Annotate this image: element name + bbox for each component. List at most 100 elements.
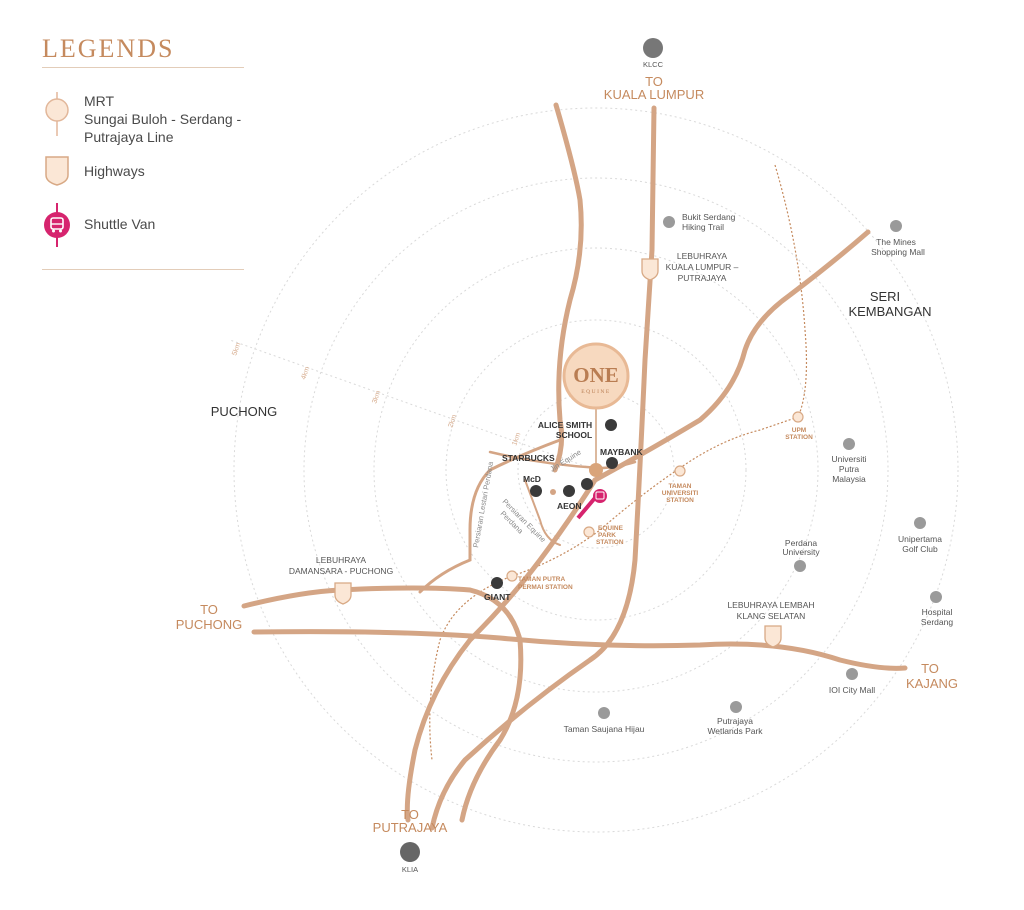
legend-mrt-line-2: Putrajaya Line: [84, 129, 174, 145]
area-poi-markers: [400, 38, 942, 862]
station-label-ep-3: STATION: [596, 539, 624, 546]
direction-putrajaya-to: TO: [401, 807, 419, 822]
legend-highways-label: Highways: [84, 163, 145, 179]
highway-shields: [334, 258, 782, 648]
poi-label-golf-1: Unipertama: [898, 534, 942, 544]
poi-label-alice-1: ALICE SMITH: [538, 420, 592, 430]
one-equine-sub: EQUINE: [581, 389, 610, 395]
ring-3km: [373, 247, 819, 693]
station-label-upm-1: UPM: [792, 427, 806, 434]
aeon-icon: [563, 485, 575, 497]
highway-label-lks-2: KLANG SELATAN: [737, 611, 806, 621]
poi-label-klia: KLIA: [402, 865, 418, 874]
area-poi-labels: KLCC Bukit Serdang Hiking Trail The Mine…: [402, 60, 953, 874]
ring-label-2km: 2km: [447, 414, 458, 429]
mrt-station-icon: [42, 92, 72, 136]
legend-item-shuttle: Shuttle Van: [42, 203, 155, 247]
radius-line: [229, 339, 597, 471]
ring-labels: 1km 2km 3km 4km 5km: [231, 342, 522, 447]
ring-label-5km: 5km: [231, 342, 242, 357]
poi-label-perdana-2: University: [782, 547, 820, 557]
road-persiaran-equine: [524, 479, 561, 546]
ring-label-4km: 4km: [300, 366, 311, 381]
legend-item-highways: Highways: [42, 155, 145, 187]
highway-shield-icon: [42, 155, 72, 187]
shield-ldp: [334, 582, 352, 605]
road-ldp-highway: [241, 585, 524, 823]
distance-rings: [233, 107, 959, 833]
legend-title: LEGENDS: [42, 34, 175, 63]
poi-label-maybank: MAYBANK: [600, 447, 644, 457]
highway-label-ldp-1: LEBUHRAYA: [316, 555, 367, 565]
poi-label-saujana: Taman Saujana Hijau: [564, 724, 645, 734]
station-label-ep-1: EQUINE: [598, 525, 624, 532]
poi-label-upm-3: Malaysia: [832, 474, 866, 484]
poi-label-wetlands-1: Putrajaya: [717, 716, 753, 726]
station-labels: UPM STATION TAMAN UNIVERSITI STATION EQU…: [518, 427, 813, 591]
station-label-upm-2: STATION: [785, 434, 813, 441]
university-icon-upm: [843, 438, 855, 450]
area-labels: PUCHONG SERI KEMBANGAN: [211, 289, 932, 419]
university-icon-perdana: [794, 560, 806, 572]
area-label-seri-1: SERI: [870, 289, 900, 304]
mall-icon-ioi: [846, 668, 858, 680]
legend-item-mrt: MRT Sungai Buloh - Serdang - Putrajaya L…: [42, 92, 241, 146]
direction-kl-name: KUALA LUMPUR: [604, 87, 704, 102]
bank-icon: [606, 457, 618, 469]
starbucks-dot: [550, 489, 556, 495]
station-taman-universiti: [674, 465, 686, 477]
park-icon-saujana: [598, 707, 610, 719]
highway-label-klp-2: KUALA LUMPUR –: [666, 262, 739, 272]
road-persiaran-lestari: [418, 438, 562, 594]
mall-icon-mines: [890, 220, 902, 232]
airport-icon: [400, 842, 420, 862]
direction-kajang-to: TO: [921, 661, 939, 676]
legend-shuttle-label: Shuttle Van: [84, 216, 156, 232]
station-label-tpp-2: PERMAI STATION: [518, 584, 573, 591]
legend-divider-top: [42, 67, 244, 68]
poi-label-klcc: KLCC: [643, 60, 664, 69]
mall-icon: [581, 478, 593, 490]
station-label-tpp-1: TAMAN PUTRA: [518, 576, 565, 583]
ring-label-1km: 1km: [511, 432, 522, 447]
legend-mrt-line-1: Sungai Buloh - Serdang -: [84, 111, 242, 127]
highway-label-ldp-2: DAMANSARA - PUCHONG: [289, 566, 393, 576]
road-network: [241, 102, 908, 831]
poi-label-mines-1: The Mines: [876, 237, 916, 247]
area-label-seri-2: KEMBANGAN: [848, 304, 931, 319]
poi-label-ioi: IOI City Mall: [829, 685, 875, 695]
ring-label-3km: 3km: [371, 390, 382, 405]
station-label-ep-2: PARK: [598, 532, 616, 539]
school-icon: [605, 419, 617, 431]
poi-label-hospital-1: Hospital: [922, 607, 953, 617]
highway-label-lks-1: LEBUHRAYA LEMBAH: [727, 600, 814, 610]
poi-label-bukit-2: Hiking Trail: [682, 222, 724, 232]
direction-puchong-to: TO: [200, 602, 218, 617]
poi-label-alice-2: SCHOOL: [556, 430, 592, 440]
poi-label-upm-2: Putra: [839, 464, 860, 474]
local-poi-markers: [491, 419, 618, 589]
poi-label-hospital-2: Serdang: [921, 617, 953, 627]
poi-label-mcd: McD: [523, 474, 541, 484]
poi-label-golf-2: Golf Club: [902, 544, 938, 554]
hiking-icon: [663, 216, 675, 228]
shuttle-van-icon: [42, 203, 72, 247]
highway-label-klp-1: LEBUHRAYA: [677, 251, 728, 261]
mrt-stations: [506, 411, 804, 582]
direction-labels: TO KUALA LUMPUR TO PUCHONG TO KAJANG TO …: [176, 74, 958, 835]
road-label-lestari: Persiaran Lestari Perdana: [471, 460, 495, 548]
ring-5km: [233, 107, 959, 833]
giant-icon: [491, 577, 503, 589]
direction-kl-to: TO: [645, 74, 663, 89]
highway-label-klp-3: PUTRAJAYA: [678, 273, 727, 283]
road-north-east: [592, 229, 871, 483]
station-upm: [792, 411, 804, 423]
golf-icon: [914, 517, 926, 529]
station-label-tu-1: TAMAN: [669, 483, 692, 490]
road-lks-highway: [251, 629, 908, 671]
one-equine-location-dot: [589, 463, 603, 477]
station-taman-putra-permai: [506, 570, 518, 582]
road-north-west: [552, 102, 584, 473]
hospital-icon: [930, 591, 942, 603]
